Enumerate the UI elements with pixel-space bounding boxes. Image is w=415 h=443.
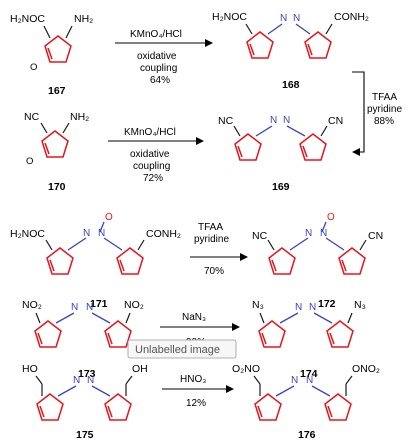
azo-n1-176: N (291, 375, 298, 386)
compound-174: N N N₃ N₃ 174 (252, 299, 366, 380)
reagent2-r3: pyridine (367, 104, 402, 115)
group-cn-169: CN (328, 115, 343, 127)
group-conh2-168-left: H₂NOC (212, 11, 247, 23)
compound-168: N N H₂NOC CONH₂ 168 (212, 11, 369, 91)
group-no2-173-left: NO₂ (22, 299, 42, 311)
azo-n2-168: N (293, 13, 300, 24)
cond1-r1: oxidative (137, 51, 177, 62)
azo-n1-169: N (270, 115, 277, 126)
azoxy-o-171: O (105, 212, 113, 223)
label-176: 176 (298, 429, 316, 441)
label-171: 171 (90, 298, 108, 310)
azo-n2-172: N (320, 228, 327, 239)
compound-167: H₂NOC NH₂ O 167 (10, 13, 93, 97)
azo-n1-171: N (83, 228, 90, 239)
compound-172: N N O NC CN 172 (252, 212, 383, 310)
reagent-r6: HNO₃ (180, 374, 206, 385)
azo-n2-175: N (87, 375, 94, 386)
group-oh-175: OH (132, 363, 148, 375)
label-175: 175 (76, 429, 94, 441)
group-ho-175: HO (22, 363, 38, 375)
label-170: 170 (48, 181, 66, 193)
group-nh2-170: NH₂ (70, 111, 89, 123)
cond1-r2: oxidative (130, 149, 170, 160)
tooltip-text: Unlabelled image (135, 344, 220, 356)
azo-n1-168: N (280, 13, 287, 24)
compound-173: N N NO₂ NO₂ 173 (22, 299, 144, 380)
compound-169: N N NC CN 169 (218, 115, 343, 193)
yield-r3: 88% (374, 116, 394, 127)
n-oxide-170: O (26, 156, 33, 167)
yield-r2: 72% (143, 173, 163, 184)
label-167: 167 (48, 85, 66, 97)
label-174: 174 (300, 368, 318, 380)
tooltip: Unlabelled image (127, 339, 237, 359)
azo-n2-171: N (98, 228, 105, 239)
compound-175: N N HO OH 175 (22, 363, 148, 441)
yield-r4: 70% (204, 266, 224, 277)
arrow-r4: TFAA pyridine 70% (190, 222, 248, 277)
azo-n1-173: N (71, 302, 78, 313)
yield-r6: 12% (186, 398, 206, 409)
arrow-r1: KMnO₄/HCl oxidative coupling 64% (115, 29, 213, 86)
group-conh2-171-left: H₂NOC (10, 228, 45, 240)
reagent-r2: KMnO₄/HCl (124, 127, 176, 138)
cond2-r1: coupling (140, 63, 177, 74)
azo-n2-173: N (86, 302, 93, 313)
reagent1-r4: TFAA (198, 222, 223, 233)
azo-n2-169: N (283, 115, 290, 126)
cond2-r2: coupling (133, 161, 170, 172)
azo-n2-176: N (306, 375, 313, 386)
azo-n1-172: N (305, 228, 312, 239)
group-n3-174-right: N₃ (354, 299, 366, 311)
arrow-r2: KMnO₄/HCl oxidative coupling 72% (108, 127, 204, 184)
reagent2-r4: pyridine (194, 234, 229, 245)
group-conh2-168-right: CONH₂ (334, 11, 369, 23)
group-nc-172: NC (252, 230, 268, 242)
group-conh2-171-right: CONH₂ (146, 228, 181, 240)
reagent-r5: NaN₃ (182, 312, 206, 323)
n-oxide-167: O (30, 62, 37, 73)
label-168: 168 (282, 79, 300, 91)
group-nc-170: NC (24, 111, 40, 123)
compound-170: NC NH₂ O 170 (24, 111, 89, 193)
group-no2-173-right: NO₂ (124, 299, 144, 311)
group-ono2-176: ONO₂ (352, 363, 380, 375)
label-169: 169 (272, 181, 290, 193)
group-conh2-167: H₂NOC (10, 13, 45, 25)
arrow-r3: TFAA pyridine 88% (352, 71, 402, 156)
arrow-r6: HNO₃ 12% (162, 374, 234, 409)
compound-171: N N O H₂NOC CONH₂ 171 (10, 212, 181, 310)
compound-176: N N O₂NO ONO₂ 176 (232, 363, 380, 441)
label-172: 172 (318, 298, 336, 310)
group-nh2-167: NH₂ (74, 13, 93, 25)
reagent-r1: KMnO₄/HCl (130, 29, 182, 40)
label-173: 173 (78, 368, 96, 380)
group-nc-169: NC (218, 115, 234, 127)
group-n3-174-left: N₃ (252, 299, 264, 311)
azo-n2-174: N (309, 302, 316, 313)
azo-n1-174: N (295, 302, 302, 313)
group-cn-172: CN (368, 230, 383, 242)
yield-r1: 64% (150, 75, 170, 86)
azo-n1-175: N (73, 375, 80, 386)
group-o2no-176: O₂NO (232, 363, 260, 375)
azoxy-o-172: O (327, 212, 335, 223)
reagent1-r3: TFAA (372, 92, 397, 103)
